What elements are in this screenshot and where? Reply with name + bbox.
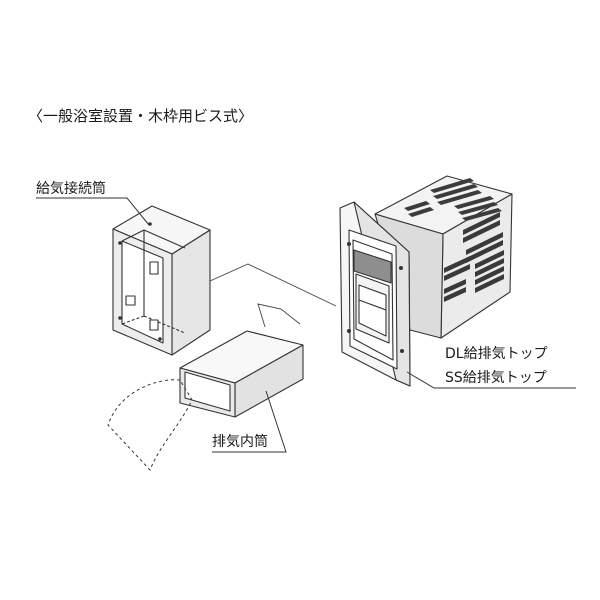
top-grille: [404, 178, 502, 221]
dashed-duct-outline: [107, 379, 193, 471]
exhaust-inner-tube: [179, 330, 304, 418]
ss-top-label: SS給排気トップ: [445, 370, 547, 386]
exhaust-tube-leader: [212, 390, 287, 453]
exhaust-top-unit: [339, 175, 513, 387]
side-grille: [444, 212, 504, 302]
supply-tube-leader: [36, 197, 150, 226]
top-unit-leader: [406, 371, 576, 389]
supply-connector-line: [209, 263, 337, 307]
supply-connection-tube: [112, 205, 211, 356]
dl-top-label: DL給排気トップ: [445, 346, 548, 362]
exhaust-tube-label: 排気内筒: [212, 433, 268, 450]
supply-tube-label: 給気接続筒: [36, 180, 106, 197]
diagram-title: 〈一般浴室設置・木枠用ビス式〉: [28, 107, 253, 125]
exhaust-connector-line: [257, 303, 301, 328]
